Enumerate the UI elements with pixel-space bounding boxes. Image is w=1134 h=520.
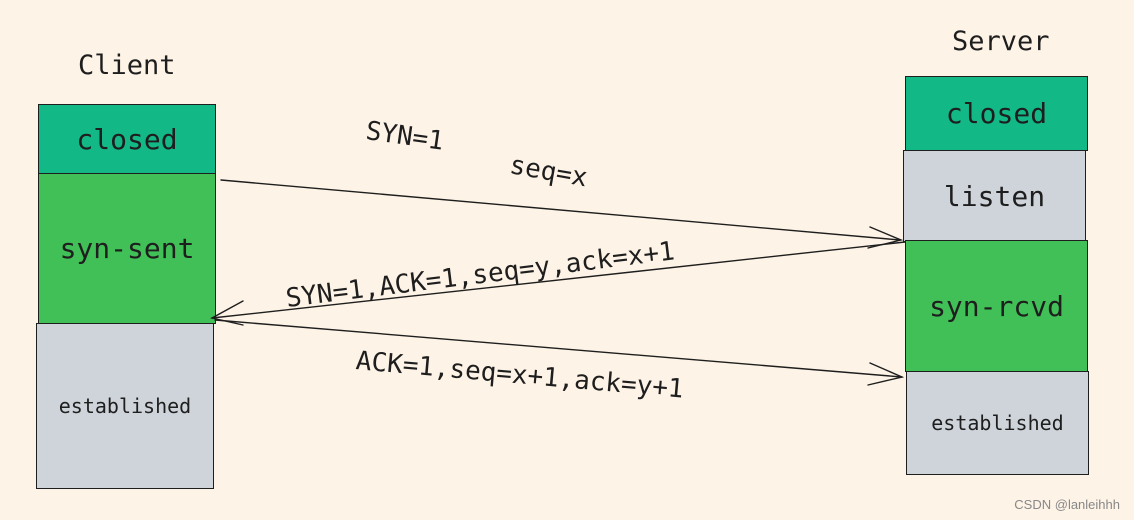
server-state-established: established [906, 371, 1089, 475]
arrow-ack-head [867, 362, 905, 386]
server-state-listen: listen [903, 150, 1086, 242]
server-title: Server [952, 26, 1050, 57]
watermark: CSDN @lanleihhh [1014, 497, 1120, 512]
client-state-syn-sent: syn-sent [38, 173, 216, 324]
server-state-syn-rcvd: syn-rcvd [905, 240, 1088, 372]
arrow-syn-ack [211, 241, 906, 319]
arrow-syn [220, 179, 901, 241]
client-state-closed: closed [38, 104, 216, 174]
arrow-ack [214, 319, 903, 378]
arrow-syn-ack-head [210, 300, 244, 326]
client-title: Client [78, 50, 176, 81]
server-state-closed: closed [905, 76, 1088, 151]
client-state-established: established [36, 323, 214, 489]
